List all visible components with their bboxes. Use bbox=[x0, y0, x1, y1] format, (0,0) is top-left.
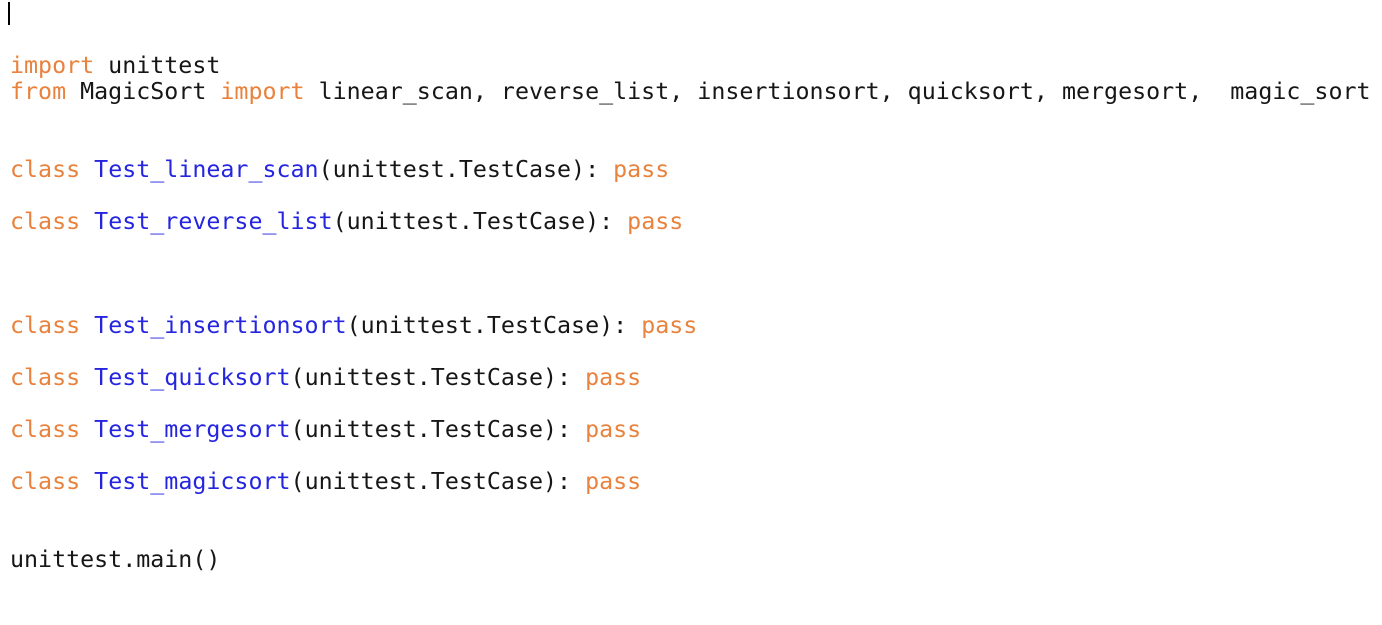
code-token-plain: (unittest.TestCase): bbox=[290, 468, 586, 495]
code-line[interactable] bbox=[10, 443, 1382, 469]
code-token-keyword: class bbox=[10, 364, 81, 391]
code-token-plain: (unittest.TestCase): bbox=[318, 156, 614, 183]
code-line[interactable]: class Test_magicsort(unittest.TestCase):… bbox=[10, 469, 1382, 495]
code-line[interactable] bbox=[10, 261, 1382, 287]
code-token-keyword: class bbox=[10, 208, 81, 235]
code-token-keyword: from bbox=[10, 78, 67, 105]
code-token-plain bbox=[80, 208, 94, 235]
code-token-plain: unittest.main() bbox=[10, 546, 221, 573]
code-token-plain bbox=[80, 156, 94, 183]
code-token-keyword: import bbox=[10, 52, 95, 79]
code-token-plain: (unittest.TestCase): bbox=[346, 312, 642, 339]
code-line[interactable] bbox=[10, 521, 1382, 547]
code-token-definition: Test_reverse_list bbox=[94, 208, 333, 235]
code-token-plain bbox=[80, 312, 94, 339]
code-line[interactable]: import unittest bbox=[10, 53, 1382, 79]
code-token-plain: MagicSort bbox=[66, 78, 221, 105]
code-token-keyword: pass bbox=[585, 364, 642, 391]
code-token-definition: Test_quicksort bbox=[94, 364, 291, 391]
code-token-definition: Test_mergesort bbox=[94, 416, 291, 443]
code-token-plain: (unittest.TestCase): bbox=[332, 208, 628, 235]
text-cursor bbox=[8, 2, 10, 25]
code-token-keyword: pass bbox=[627, 208, 684, 235]
code-token-keyword: class bbox=[10, 312, 81, 339]
code-token-plain: linear_scan, reverse_list, insertionsort… bbox=[304, 78, 1371, 105]
code-token-keyword: pass bbox=[585, 416, 642, 443]
code-token-keyword: class bbox=[10, 468, 81, 495]
code-line[interactable] bbox=[10, 391, 1382, 417]
code-token-plain: unittest bbox=[94, 52, 221, 79]
code-line[interactable] bbox=[10, 235, 1382, 261]
code-line[interactable]: class Test_mergesort(unittest.TestCase):… bbox=[10, 417, 1382, 443]
code-token-plain: (unittest.TestCase): bbox=[290, 416, 586, 443]
code-line[interactable]: class Test_reverse_list(unittest.TestCas… bbox=[10, 209, 1382, 235]
code-token-definition: Test_insertionsort bbox=[94, 312, 347, 339]
code-token-keyword: import bbox=[220, 78, 305, 105]
code-line[interactable] bbox=[10, 287, 1382, 313]
code-line[interactable] bbox=[10, 495, 1382, 521]
code-token-plain bbox=[80, 364, 94, 391]
code-line[interactable]: from MagicSort import linear_scan, rever… bbox=[10, 79, 1382, 105]
code-line[interactable]: unittest.main() bbox=[10, 547, 1382, 573]
code-token-keyword: pass bbox=[613, 156, 670, 183]
code-token-keyword: class bbox=[10, 156, 81, 183]
code-line[interactable] bbox=[10, 131, 1382, 157]
code-token-keyword: pass bbox=[641, 312, 698, 339]
code-token-keyword: pass bbox=[585, 468, 642, 495]
code-token-plain bbox=[80, 416, 94, 443]
code-token-definition: Test_linear_scan bbox=[94, 156, 319, 183]
code-token-plain: (unittest.TestCase): bbox=[290, 364, 586, 391]
code-line[interactable] bbox=[10, 183, 1382, 209]
code-token-plain bbox=[80, 468, 94, 495]
code-line[interactable] bbox=[10, 339, 1382, 365]
code-line[interactable]: class Test_linear_scan(unittest.TestCase… bbox=[10, 157, 1382, 183]
code-line[interactable]: class Test_insertionsort(unittest.TestCa… bbox=[10, 313, 1382, 339]
code-line[interactable]: class Test_quicksort(unittest.TestCase):… bbox=[10, 365, 1382, 391]
code-token-definition: Test_magicsort bbox=[94, 468, 291, 495]
code-token-keyword: class bbox=[10, 416, 81, 443]
code-line[interactable] bbox=[10, 105, 1382, 131]
